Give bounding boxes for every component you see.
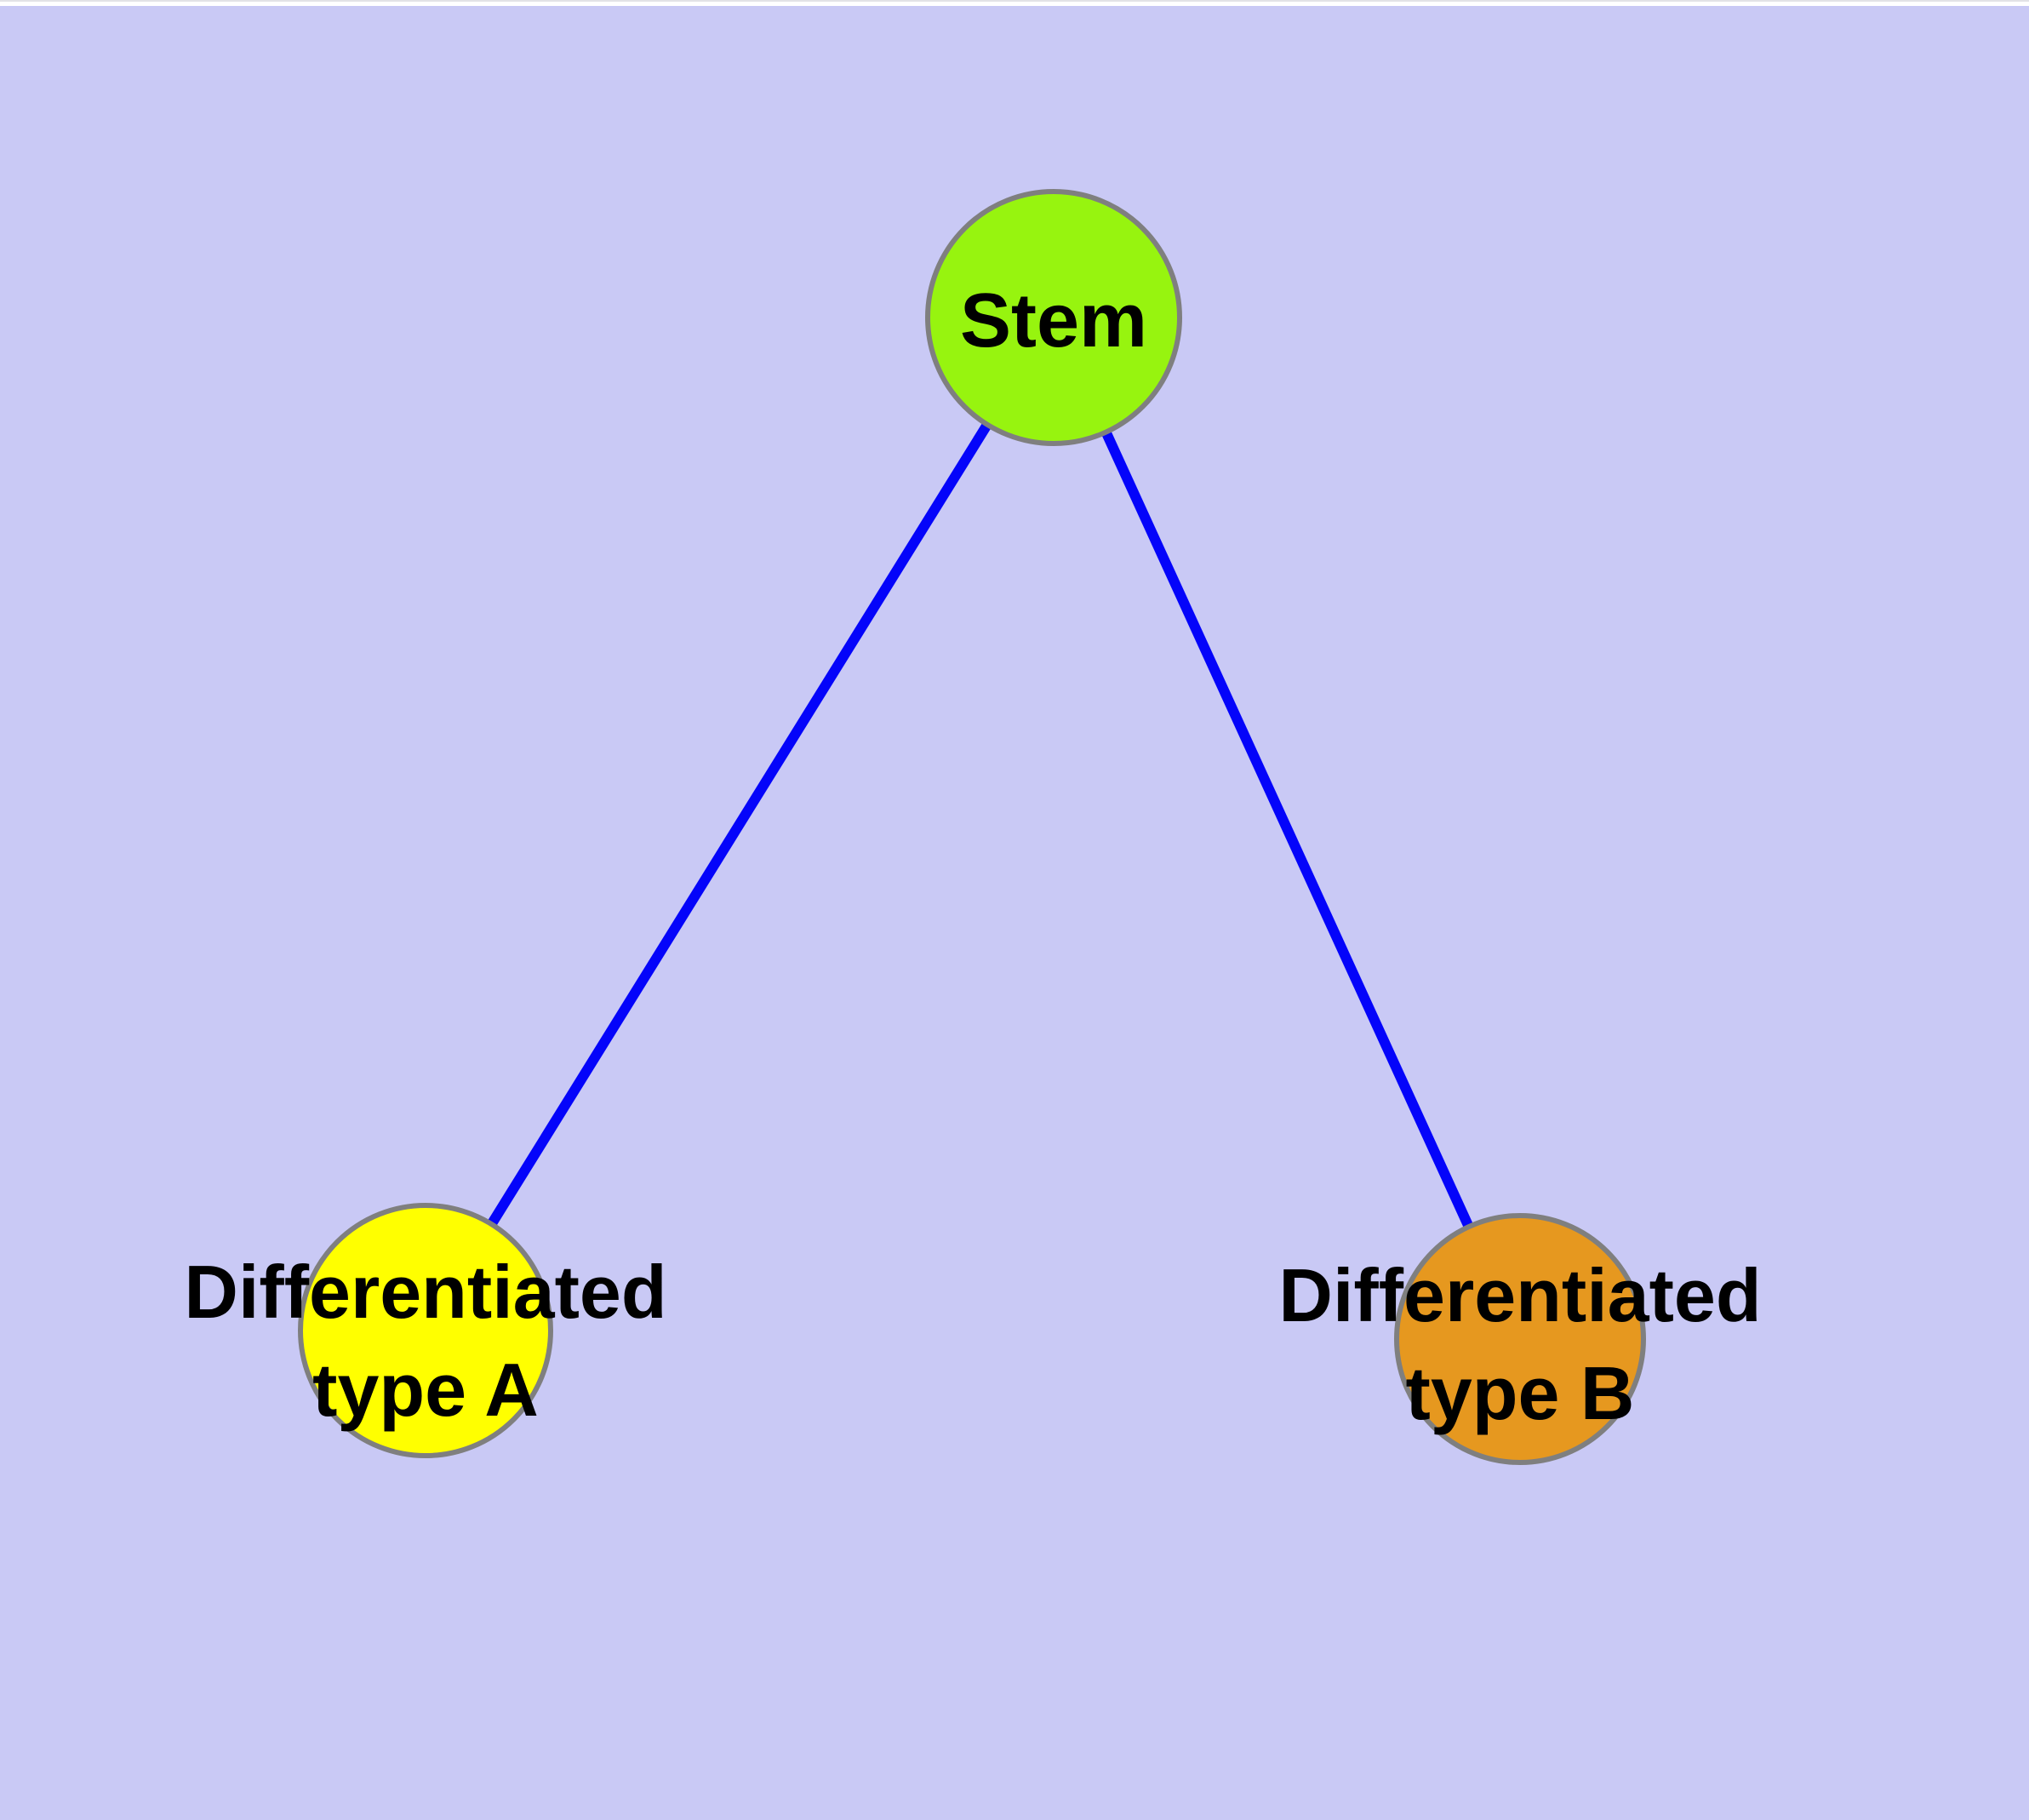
edge-stem-to-typeA (420, 312, 1059, 1336)
node-type-a-label-line2: type A (312, 1348, 539, 1432)
node-type-a-label-line1: Differentiated (184, 1250, 666, 1334)
node-differentiated-type-b (1394, 1213, 1646, 1465)
top-margin (0, 2, 2029, 6)
node-stem-label: Stem (960, 278, 1147, 363)
node-type-b-label-line1: Differentiated (1278, 1253, 1761, 1337)
top-hairline (0, 0, 2029, 2)
node-type-b-label-line2: type B (1406, 1351, 1635, 1435)
node-differentiated-type-a (298, 1203, 553, 1458)
node-stem (925, 189, 1182, 446)
edge-stem-to-typeB (1049, 312, 1525, 1344)
